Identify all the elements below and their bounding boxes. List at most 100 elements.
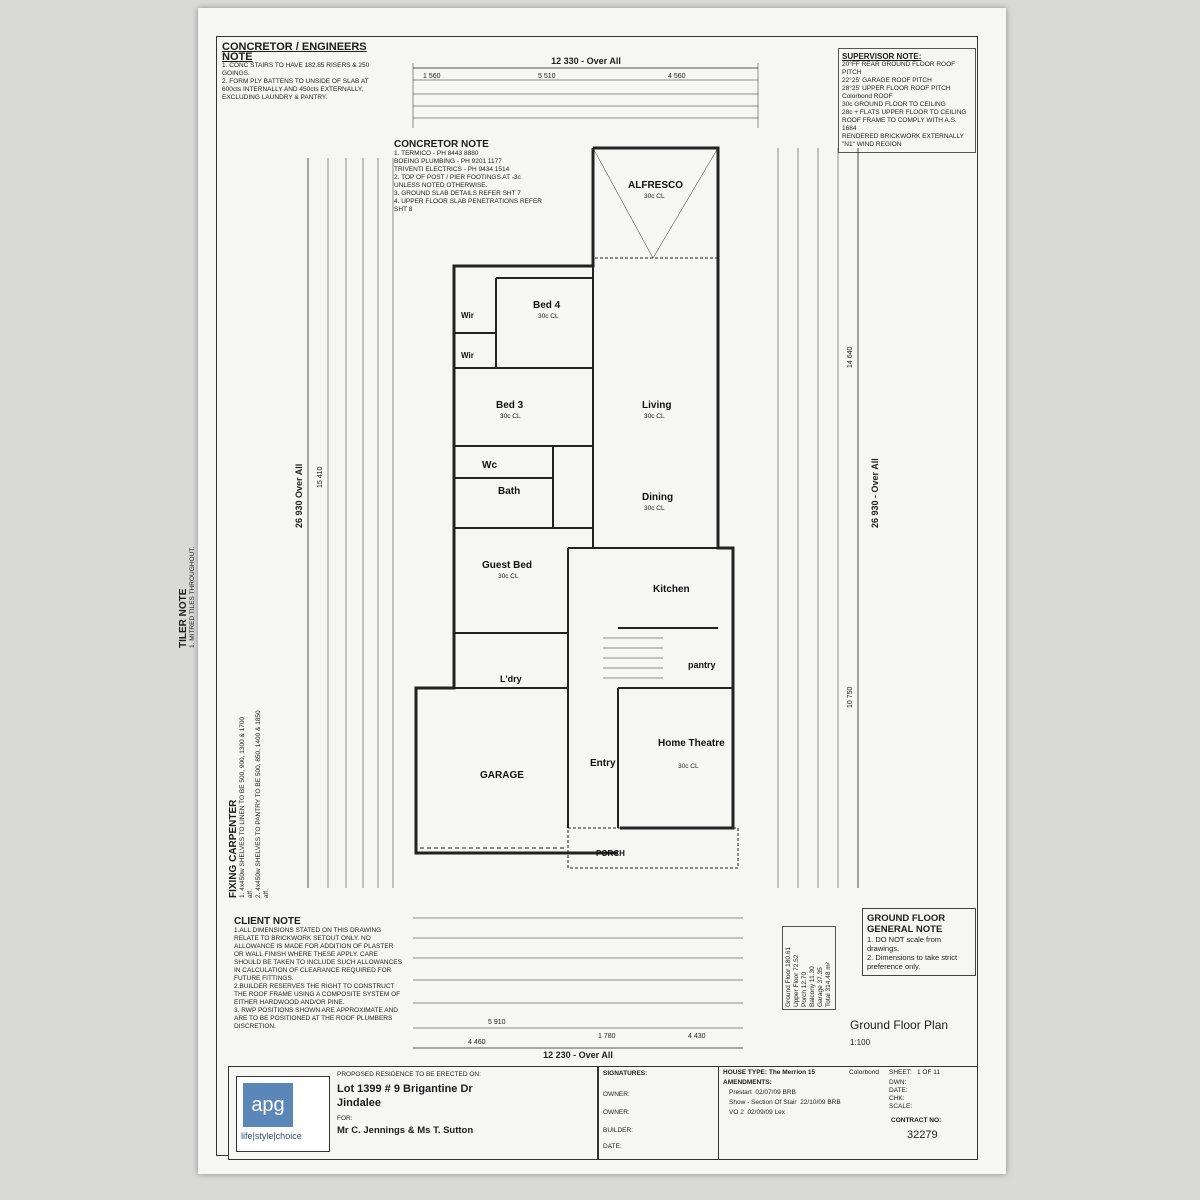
logo-mark: apg [243, 1083, 293, 1127]
room-pantry: pantry [688, 660, 716, 670]
amendment-row: Show - Section Of Stair 22/10/09 BRB [729, 1099, 841, 1106]
for-label: FOR: [337, 1115, 353, 1122]
dim-label: 5 510 [538, 73, 556, 80]
room-kitchen: Kitchen [653, 584, 690, 595]
note-item: TRIVENTI ELECTRICS - PH 9434 1514 [394, 166, 510, 173]
plan-scale: 1:100 [850, 1038, 871, 1047]
room-living: Living [642, 400, 671, 411]
note-item: 1. CONC STAIRS TO HAVE 182.85 RISERS & 2… [222, 62, 370, 77]
outer-wall-west [414, 148, 618, 855]
room-alfresco: ALFRESCO [628, 180, 683, 191]
dim-label: 10 750 [847, 686, 854, 708]
contract-label: CONTRACT NO: [891, 1117, 942, 1124]
sheet-number: 1 OF 11 [917, 1069, 941, 1076]
proposed-label: PROPOSED RESIDENCE TO BE ERECTED ON: [337, 1071, 481, 1078]
note-title: GROUND FLOOR GENERAL NOTE [867, 913, 946, 935]
concretor-note: CONCRETOR NOTE 1. TERMICO - PH 8443 8880… [394, 140, 544, 214]
room-ceiling: 30c CL [644, 505, 665, 512]
note-item: 2. FORM PLY BATTENS TO UNSIDE OF SLAB AT… [222, 78, 369, 101]
drawing-sheet: CONCRETOR / ENGINEERS NOTE 1. CONC STAIR… [178, 8, 1006, 1174]
builder-label: BUILDER: [603, 1127, 633, 1134]
floor-plan-drawing: 12 330 - Over All 12 230 - Over All 1 56… [294, 56, 880, 1060]
room-bed4: Bed 4 [533, 300, 561, 311]
roof-type: Colorbond [849, 1069, 879, 1076]
contract-number: 32279 [907, 1129, 938, 1141]
dim-label: 14 640 [847, 346, 854, 368]
room-wir: Wir [461, 311, 474, 320]
note-item: 1. MITRED TILES THROUGHOUT. [189, 546, 196, 648]
amendment-row: Prestart 02/07/09 BRB [729, 1089, 796, 1096]
note-item: 3. GROUND SLAB DETAILS REFER SHT 7 [394, 190, 521, 197]
room-ceiling: 30c CL [498, 573, 519, 580]
note-title: CLIENT NOTE [234, 916, 301, 927]
owner-label: OWNER: [603, 1091, 630, 1098]
note-item: 20°FF REAR GROUND FLOOR ROOF PITCH [842, 61, 956, 76]
note-item: 30c GROUND FLOOR TO CEILING [842, 101, 946, 108]
room-porch: PORCH [596, 849, 625, 858]
room-laundry: L'dry [500, 674, 522, 684]
amendments-label: AMENDMENTS: [723, 1079, 772, 1086]
note-title: SUPERVISOR NOTE: [842, 52, 922, 61]
plan-title: Ground Floor Plan 1:100 [850, 1018, 948, 1047]
lot-address: Lot 1399 # 9 Brigantine Dr [337, 1083, 473, 1095]
room-entry: Entry [590, 758, 616, 769]
dim-label: 4 460 [468, 1039, 486, 1046]
note-item: 3. RWP POSITIONS SHOWN ARE APPROXIMATE A… [234, 1007, 398, 1030]
note-item: "N1" WIND REGION [842, 141, 902, 148]
room-bath: Bath [498, 486, 520, 497]
room-bed3: Bed 3 [496, 400, 524, 411]
note-item: 2. Dimensions to take strict preference … [867, 953, 958, 971]
note-item: 2.BUILDER RESERVES THE RIGHT TO CONSTRUC… [234, 983, 401, 1006]
room-wir: Wir [461, 351, 474, 360]
tiler-note: TILER NOTE 1. MITRED TILES THROUGHOUT. [178, 518, 197, 648]
dwn-label: DWN: [889, 1079, 907, 1086]
note-item: 4. UPPER FLOOR SLAB PENETRATIONS REFER S… [394, 198, 542, 213]
house-type: HOUSE TYPE: The Merrion 15 [723, 1069, 816, 1076]
room-garage: GARAGE [480, 770, 524, 781]
room-ceiling: 30c CL [538, 313, 559, 320]
room-ceiling: 30c CL [644, 193, 665, 200]
room-dining: Dining [642, 492, 673, 503]
overall-top-dim: 12 330 - Over All [551, 56, 621, 66]
ground-floor-general-note: GROUND FLOOR GENERAL NOTE 1. DO NOT scal… [862, 908, 976, 976]
note-item: 28c + FLATS UPPER FLOOR TO CEILING [842, 109, 967, 116]
note-title: CONCRETOR / ENGINEERS NOTE [222, 41, 367, 63]
room-ceiling: 30c CL [644, 413, 665, 420]
room-guest-bed: Guest Bed [482, 560, 532, 571]
note-item: 1. TERMICO - PH 8443 8880 [394, 150, 479, 157]
date-label: DATE: [603, 1143, 622, 1150]
logo-tagline: life|style|choice [241, 1131, 302, 1141]
owner-label: OWNER: [603, 1109, 630, 1116]
note-item: 28°25' UPPER FLOOR ROOF PITCH [842, 85, 951, 92]
sheet-label: SHEET: [889, 1069, 912, 1076]
signatures-label: SIGNATURES: [603, 1070, 648, 1077]
note-item: 22°25' GARAGE ROOF PITCH [842, 77, 932, 84]
date-label: DATE: [889, 1087, 908, 1094]
room-home-theatre: Home Theatre [658, 738, 725, 749]
amendments-block: HOUSE TYPE: The Merrion 15 Colorbond SHE… [718, 1066, 978, 1160]
dim-label: 4 430 [688, 1033, 706, 1040]
amendment-row: VO 2 02/09/09 Lex [729, 1109, 786, 1116]
client-name: Mr C. Jennings & Ms T. Sutton [337, 1125, 474, 1136]
outer-wall-east [593, 146, 735, 830]
dim-label: 5 910 [488, 1019, 506, 1026]
room-ceiling: 30c CL [678, 763, 699, 770]
dim-label: 1 780 [598, 1033, 616, 1040]
signatures-block: SIGNATURES: OWNER: OWNER: BUILDER: DATE: [598, 1066, 720, 1160]
scale-label: SCALE: [889, 1103, 913, 1110]
note-item: Colorbond ROOF [842, 93, 893, 100]
note-item: ROOF FRAME TO COMPLY WITH A.S. 1684 [842, 117, 957, 132]
note-title: TILER NOTE [178, 588, 189, 648]
concretor-engineers-note: CONCRETOR / ENGINEERS NOTE 1. CONC STAIR… [222, 42, 372, 102]
supervisor-note: SUPERVISOR NOTE: 20°FF REAR GROUND FLOOR… [838, 48, 976, 153]
overall-right-dim: 26 930 - Over All [870, 458, 880, 528]
plan-title-label: Ground Floor Plan [850, 1018, 949, 1032]
dim-label: 15 410 [317, 466, 324, 488]
room-wc: Wc [482, 460, 497, 471]
chk-label: CHK: [889, 1095, 905, 1102]
overall-bottom-dim: 12 230 - Over All [543, 1050, 613, 1060]
client-note: CLIENT NOTE 1.ALL DIMENSIONS STATED ON T… [234, 916, 402, 1031]
note-item: 1. DO NOT scale from drawings. [867, 935, 942, 953]
dim-label: 1 560 [423, 73, 441, 80]
note-item: BOEING PLUMBING - PH 9201 1177 [394, 158, 502, 165]
